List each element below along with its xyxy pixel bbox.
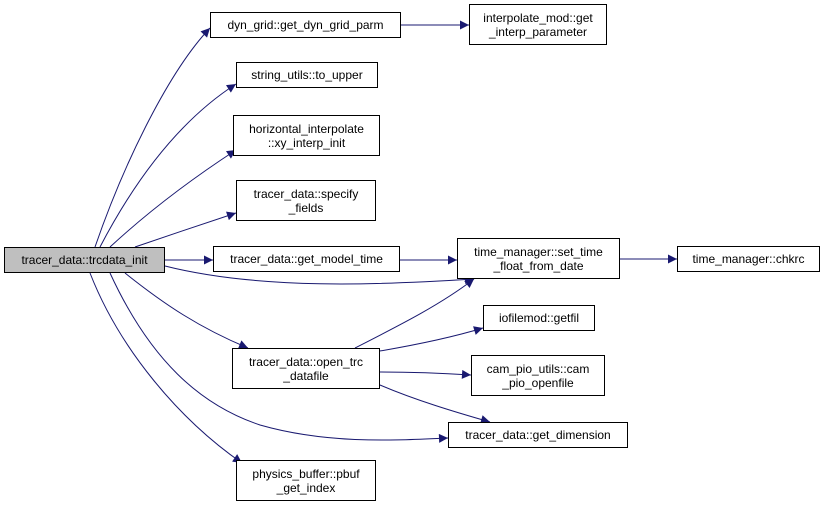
edge-n0-n5	[134, 211, 237, 248]
edge-n10-n11	[379, 369, 472, 379]
node-pbuf-get-index[interactable]: physics_buffer::pbuf _get_index	[236, 460, 376, 501]
node-chkrc[interactable]: time_manager::chkrc	[677, 246, 820, 272]
node-get-model-time[interactable]: tracer_data::get_model_time	[213, 246, 400, 272]
edge-n0-n4	[109, 149, 237, 248]
edge-n0-n7	[164, 265, 475, 285]
edge-n0-n3	[99, 83, 237, 248]
node-get-interp-parameter[interactable]: interpolate_mod::get _interp_parameter	[469, 4, 607, 45]
node-to-upper[interactable]: string_utils::to_upper	[236, 62, 378, 88]
edge-n0-n12	[109, 272, 449, 443]
node-open-trc-datafile[interactable]: tracer_data::open_trc _datafile	[232, 348, 380, 389]
edge-n10-n7	[354, 278, 475, 349]
node-xy-interp-init[interactable]: horizontal_interpolate ::xy_interp_init	[233, 115, 380, 156]
edge-n10-n9	[379, 326, 484, 352]
edge-n0-n10	[124, 272, 249, 349]
node-specify-fields[interactable]: tracer_data::specify _fields	[236, 180, 376, 221]
node-trcdata-init: tracer_data::trcdata_init	[4, 247, 165, 273]
node-get-dimension[interactable]: tracer_data::get_dimension	[448, 422, 628, 448]
edge-n0-n1	[94, 27, 211, 248]
node-get-dyn-grid-parm[interactable]: dyn_grid::get_dyn_grid_parm	[210, 12, 401, 38]
edge-n0-n13	[89, 272, 243, 464]
node-cam-pio-openfile[interactable]: cam_pio_utils::cam _pio_openfile	[471, 355, 605, 396]
edge-n10-n12	[379, 384, 491, 424]
node-set-time-float-from-date[interactable]: time_manager::set_time _float_from_date	[457, 238, 620, 279]
node-getfil[interactable]: iofilemod::getfil	[483, 305, 595, 331]
